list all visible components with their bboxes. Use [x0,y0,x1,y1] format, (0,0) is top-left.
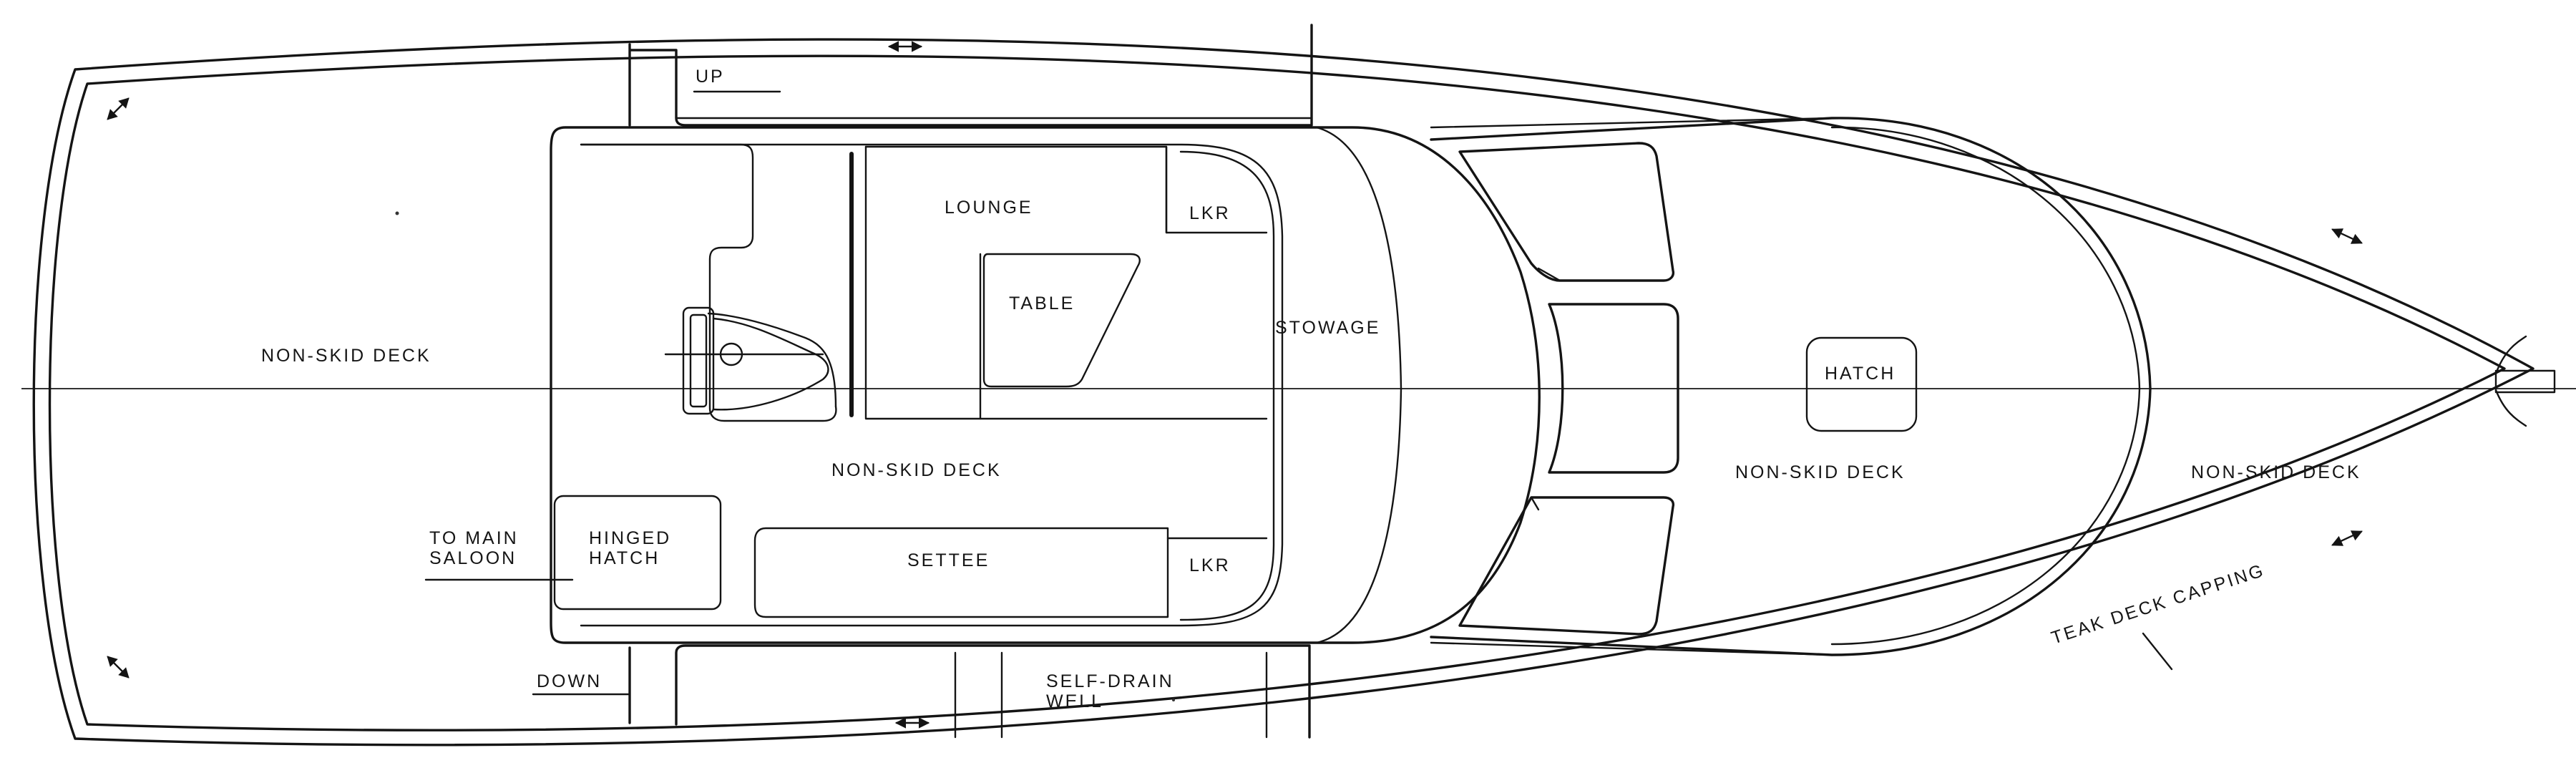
label-non-skid-fore: NON-SKID DECK [1735,462,1906,482]
self-drain-well-outline [954,651,1003,739]
coaming-curve [1315,126,1402,644]
windscreen-panel-top [1458,142,1675,282]
label-self-drain-line1: SELF-DRAIN [1046,671,1174,691]
label-lkr-upper: LKR [1189,203,1231,223]
foredeck-hatch-outline [1805,336,1918,432]
label-stowage: STOWAGE [1275,318,1380,338]
label-down: DOWN [537,671,602,691]
arrow-icon [107,656,130,679]
cabin-outline-inner [580,143,1284,627]
arrow-icon [2331,228,2363,244]
table-outline [982,253,1141,388]
label-to-main-line1: TO MAIN [429,528,519,548]
label-hatch: HATCH [1825,364,1896,384]
label-non-skid-aft: NON-SKID DECK [261,346,431,366]
hull-outer-line [32,38,2534,747]
label-lkr-lower: LKR [1189,555,1231,575]
hull-inner-line [48,54,2506,731]
cabin-outline-outer [550,126,1541,644]
label-up: UP [696,67,725,87]
helm-wheel [664,306,829,415]
leader-lines [424,578,2173,671]
arrow-icon [887,41,923,52]
step-down-outline [628,644,1311,739]
windscreen-panel-bottom [1458,496,1675,636]
cabin-structure [550,117,2152,656]
label-self-drain-line2: WELL [1046,691,1103,711]
hull-outline [32,38,2556,747]
side-steps [532,24,1313,739]
windscreen-panel-mid [1548,303,1679,474]
label-to-main-line2: SALOON [429,548,517,568]
label-teak-capping: TEAK DECK CAPPING [2049,560,2268,648]
label-non-skid-bow: NON-SKID DECK [2191,462,2361,482]
label-hinged-hatch-line1: HINGED [589,528,671,548]
foredeck-dome-inner [1830,126,2141,646]
bow-fitting [2494,369,2556,394]
label-hinged-hatch-line2: HATCH [589,548,660,568]
teak-capping-leader [2142,632,2173,671]
helm-area-outline [580,143,837,422]
arrow-icon [2331,530,2363,546]
label-non-skid-cockpit: NON-SKID DECK [831,460,1002,480]
direction-arrows [107,41,2363,729]
label-lounge: LOUNGE [945,198,1033,218]
settee-outline [753,527,1169,618]
arrow-icon [107,97,130,120]
label-settee: SETTEE [907,550,990,570]
label-table: TABLE [1009,293,1075,313]
foredeck-dome-outer [1430,117,2152,656]
hinged-hatch-outline [553,495,722,611]
arrow-icon [894,717,930,729]
